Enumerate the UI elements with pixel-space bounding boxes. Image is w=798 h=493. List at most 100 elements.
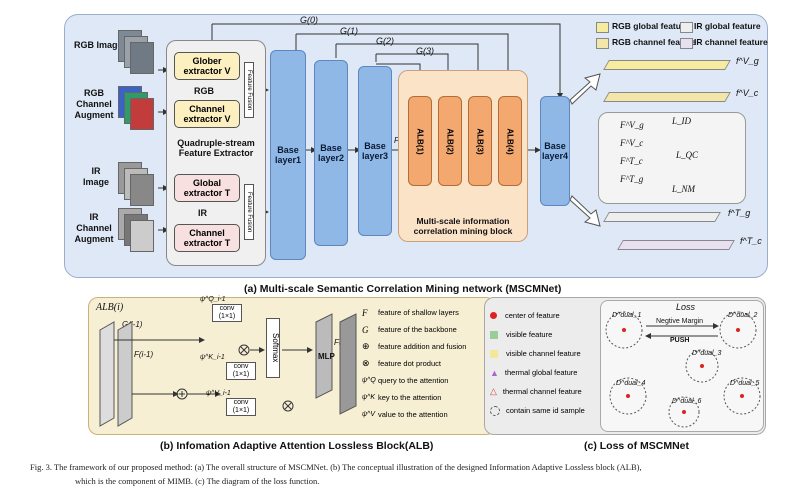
base-layer3: Base layer3 <box>358 66 392 236</box>
channel-extractor-v: Channel extractor V <box>174 100 240 128</box>
dual-4: D^dual_4 <box>616 380 646 387</box>
thermal-channel-triangle-icon: △ <box>490 386 497 396</box>
alb-3: ALB(3) <box>468 96 492 186</box>
legend-text: contain same id sample <box>506 406 585 415</box>
rgb-image-stack <box>118 30 154 74</box>
dual-2: D^dual_2 <box>728 312 758 319</box>
base-layer1: Base layer1 <box>270 50 306 260</box>
legend-text: feature of shallow layers <box>378 308 459 317</box>
legend-rgb-channel: RGB channel feature <box>612 37 697 47</box>
panel-a-title: (a) Multi-scale Semantic Correlation Min… <box>244 283 562 295</box>
g3-label: G(3) <box>416 46 434 56</box>
conv-q: conv (1×1) <box>212 304 242 322</box>
legend-rgb-channel-swatch <box>596 38 609 49</box>
quadruple-label: Quadruple-stream Feature Extractor <box>177 138 255 158</box>
mim-label: Multi-scale information correlation mini… <box>413 216 513 236</box>
legend-text: visible channel feature <box>506 349 581 358</box>
legend-ir-global: IR global feature <box>694 21 761 31</box>
legend-text: feature addition and fusion <box>378 342 467 351</box>
same-id-circle-icon <box>490 405 500 416</box>
g1-label: G(1) <box>340 26 358 36</box>
legend-ir-global-swatch <box>680 22 693 33</box>
visible-square-icon <box>490 330 498 339</box>
legend-text: feature of the backbone <box>378 325 457 334</box>
panel-b <box>88 297 496 435</box>
ir-tag: IR <box>198 208 207 218</box>
alb-legend-row: ⊗ feature dot product <box>362 355 492 372</box>
dual-1: D^dual_1 <box>612 312 642 319</box>
loss-id-label: L_ID <box>672 116 692 126</box>
base-layer2: Base layer2 <box>314 60 348 246</box>
alb-i-label: ALB(i) <box>96 302 124 313</box>
loss-ft-g: F^T_g <box>620 174 644 184</box>
thermal-global-triangle-icon: ▲ <box>490 367 499 378</box>
dual-5: D^dual_5 <box>730 380 760 387</box>
loss-fv-c: F^V_c <box>620 138 644 148</box>
legend-text: visible feature <box>506 330 553 339</box>
psi-k-label: ψ^K_i-1 <box>200 354 225 361</box>
g0-label: G(0) <box>300 15 318 25</box>
alb-4: ALB(4) <box>498 96 522 186</box>
loss-ft-c: F^T_c <box>620 156 643 166</box>
legend-symbol: ψ^K <box>362 394 376 401</box>
loss-legend-row: center of feature <box>490 306 598 325</box>
legend-symbol: ⊗ <box>362 358 370 368</box>
legend-symbol: ψ^V <box>362 411 376 418</box>
glober-extractor-v: Glober extractor V <box>174 52 240 80</box>
fc-t-label: f^T_c <box>740 236 762 246</box>
legend-text: query to the attention <box>378 376 449 385</box>
push-label: PUSH <box>670 337 690 344</box>
rgb-channel-stack <box>118 86 154 130</box>
legend-text: value to the attention <box>378 410 448 419</box>
ir-channel-stack <box>118 208 154 252</box>
legend-ir-channel: IR channel feature <box>694 37 768 47</box>
loss-legend-row: ▲thermal global feature <box>490 363 598 382</box>
feature-fusion-v: Feature Fusion <box>244 62 254 118</box>
loss-box-a <box>598 112 746 204</box>
softmax-box: Softmax <box>266 318 280 378</box>
loss-qc-label: L_QC <box>676 150 699 160</box>
conv-v: conv (1×1) <box>226 398 256 416</box>
loss-fv-g: F^V_g <box>620 120 644 130</box>
margin-label: Negtive Margin <box>656 318 704 325</box>
loss-legend-row: visible feature <box>490 325 598 344</box>
legend-text: key to the attention <box>378 393 442 402</box>
rgb-channel-augment-label: RGB Channel Augment <box>74 88 114 120</box>
psi-q-label: ψ^Q_i-1 <box>200 296 226 303</box>
global-extractor-t: Global extractor T <box>174 174 240 202</box>
legend-symbol: ψ^Q <box>362 377 376 384</box>
legend-symbol: F <box>362 307 368 318</box>
legend-rgb-global: RGB global feature <box>612 21 689 31</box>
base-layer4: Base layer4 <box>540 96 570 206</box>
fg-v-label: f^V_g <box>736 56 759 66</box>
loss-diagram <box>600 300 764 432</box>
dual-6: D^dual_6 <box>672 398 702 405</box>
loss-legend-row: △thermal channel feature <box>490 382 598 401</box>
caption-line2: which is the component of MIMB. (c) The … <box>75 476 320 486</box>
rgb-image-label: RGB Image <box>74 40 123 50</box>
legend-text: feature dot product <box>378 359 441 368</box>
ir-channel-augment-label: IR Channel Augment <box>74 212 114 244</box>
channel-extractor-t: Channel extractor T <box>174 224 240 252</box>
panel-b-title: (b) Infomation Adaptive Attention Lossle… <box>160 440 434 452</box>
loss-legend-row: visible channel feature <box>490 344 598 363</box>
alb-legend-row: ⊕feature addition and fusion <box>362 338 492 355</box>
loss-legend-row: contain same id sample <box>490 401 598 420</box>
legend-symbol: G <box>362 324 369 335</box>
f-in-label: F(i-1) <box>134 350 154 359</box>
fg-t-label: f^T_g <box>728 208 751 218</box>
loss-nm-label: L_NM <box>672 184 696 194</box>
center-dot-icon <box>490 312 497 319</box>
dual-3: D^dual_3 <box>692 350 722 357</box>
conv-k: conv (1×1) <box>226 362 256 380</box>
mlp-label: MLP <box>318 352 335 361</box>
g2-label: G(2) <box>376 36 394 46</box>
alb-1: ALB(1) <box>408 96 432 186</box>
legend-text: center of feature <box>505 311 560 320</box>
